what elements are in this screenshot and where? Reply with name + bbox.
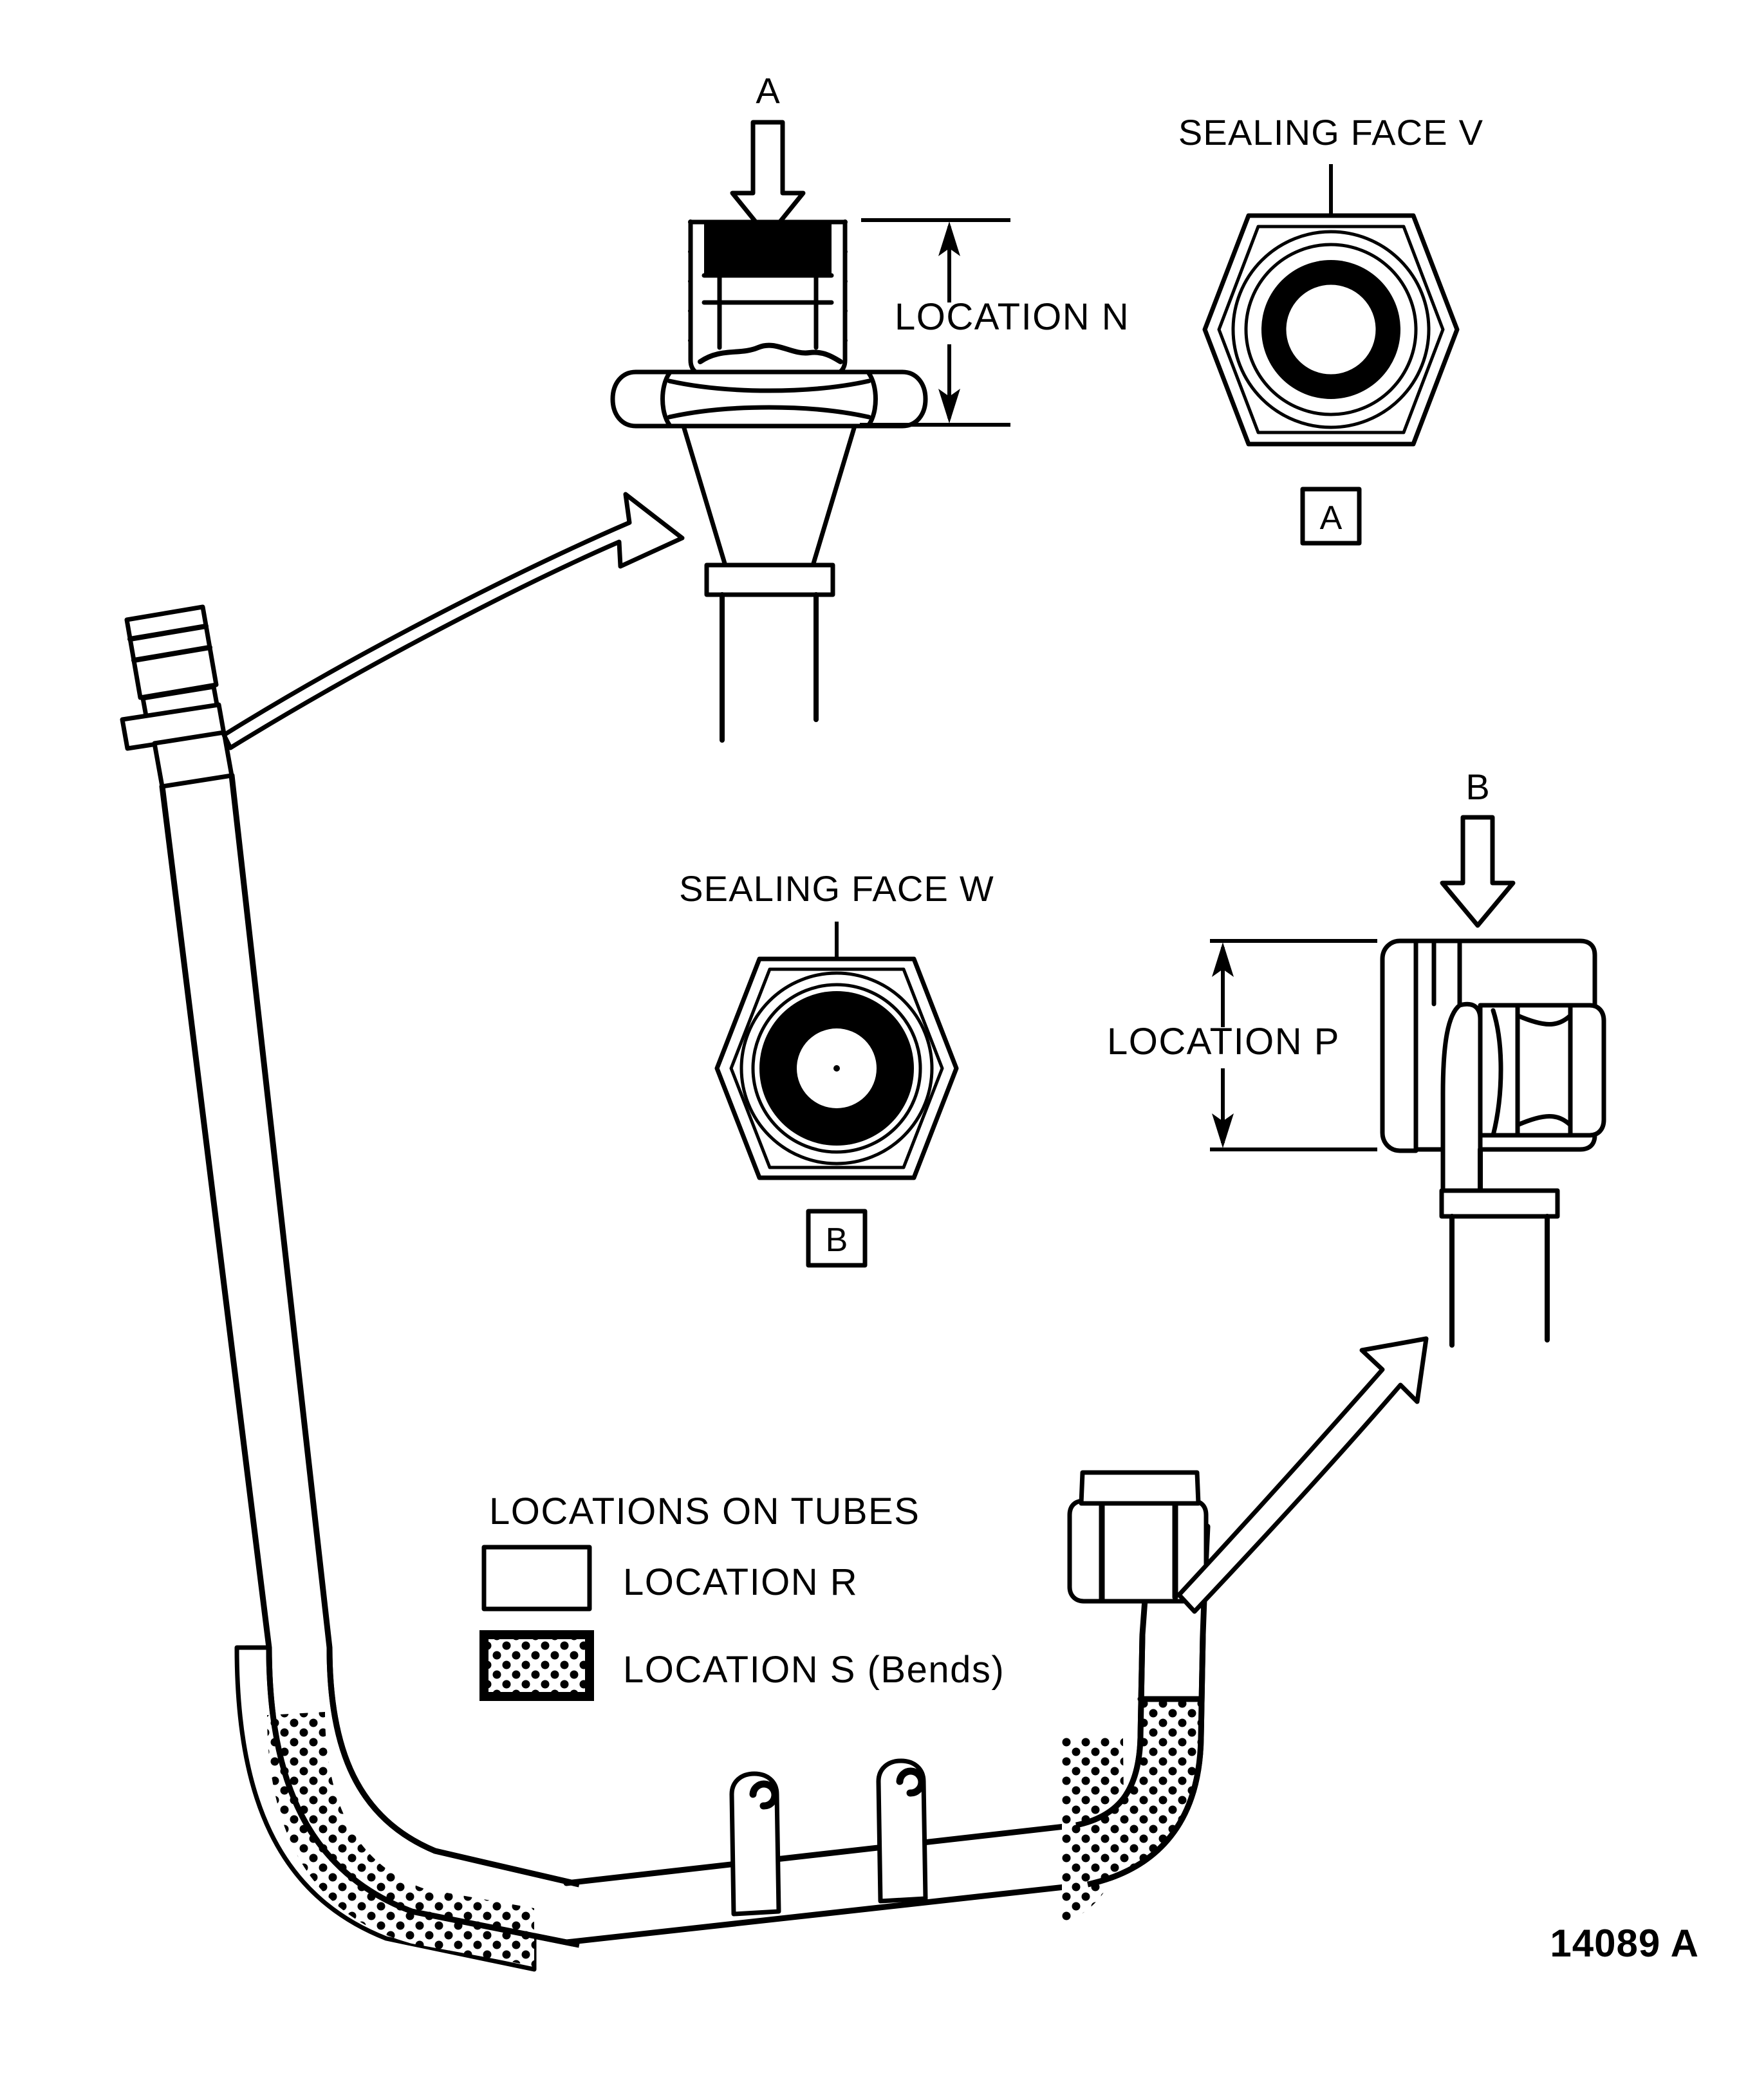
view-tag-b-label: B bbox=[826, 1222, 848, 1259]
view-arrow-a-label: A bbox=[756, 70, 780, 111]
hex-nut-side bbox=[610, 369, 928, 429]
tube-end-fitting-left bbox=[120, 604, 333, 1651]
tube-end-fitting-right bbox=[1067, 1470, 1211, 1638]
tube-stub-upper bbox=[681, 423, 857, 743]
view-b-sealing-face-w: SEALING FACE W B bbox=[679, 868, 994, 1268]
tube-run-bottom bbox=[563, 1822, 1091, 1946]
legend-item-label: LOCATION R bbox=[623, 1561, 858, 1603]
legend-item-location-s: LOCATION S (Bends) bbox=[479, 1630, 1005, 1701]
view-arrow-b-label: B bbox=[1465, 767, 1489, 807]
legend-item-location-r: LOCATION R bbox=[481, 1545, 858, 1612]
legend-item-label: LOCATION S (Bends) bbox=[623, 1649, 1005, 1691]
tube-stub-right bbox=[1439, 1147, 1560, 1348]
fitting-nipple bbox=[688, 219, 848, 380]
leader-arrow-to-location-n bbox=[221, 492, 685, 750]
location-p-dimension-label: LOCATION P bbox=[1107, 1021, 1340, 1063]
legend-title: LOCATIONS ON TUBES bbox=[489, 1491, 920, 1532]
tube-mount-tab-2 bbox=[876, 1758, 928, 1904]
sealing-face-v-label: SEALING FACE V bbox=[1178, 112, 1483, 153]
tube-mount-tab-1 bbox=[729, 1771, 781, 1917]
view-tag-a-label: A bbox=[1320, 499, 1343, 537]
figure-reference-number: 14089 A bbox=[1550, 1922, 1699, 1965]
dimension-location-n: LOCATION N bbox=[860, 218, 1130, 427]
view-a-sealing-face-v: SEALING FACE V A bbox=[1178, 112, 1483, 546]
dimension-location-p: LOCATION P bbox=[1107, 939, 1377, 1151]
detail-location-p: B bbox=[1107, 767, 1606, 1348]
view-tag-b: B bbox=[806, 1209, 868, 1268]
detail-location-n: LOCATION N A bbox=[610, 70, 1130, 743]
sealing-face-w-label: SEALING FACE W bbox=[679, 868, 994, 909]
view-tag-a: A bbox=[1300, 487, 1362, 546]
location-n-dimension-label: LOCATION N bbox=[895, 296, 1130, 338]
leader-arrow-to-location-p bbox=[1176, 1336, 1429, 1614]
view-arrow-a bbox=[730, 120, 806, 239]
view-arrow-b bbox=[1440, 815, 1516, 928]
legend: LOCATIONS ON TUBES LOCATION R LOCATION S… bbox=[479, 1491, 1005, 1701]
